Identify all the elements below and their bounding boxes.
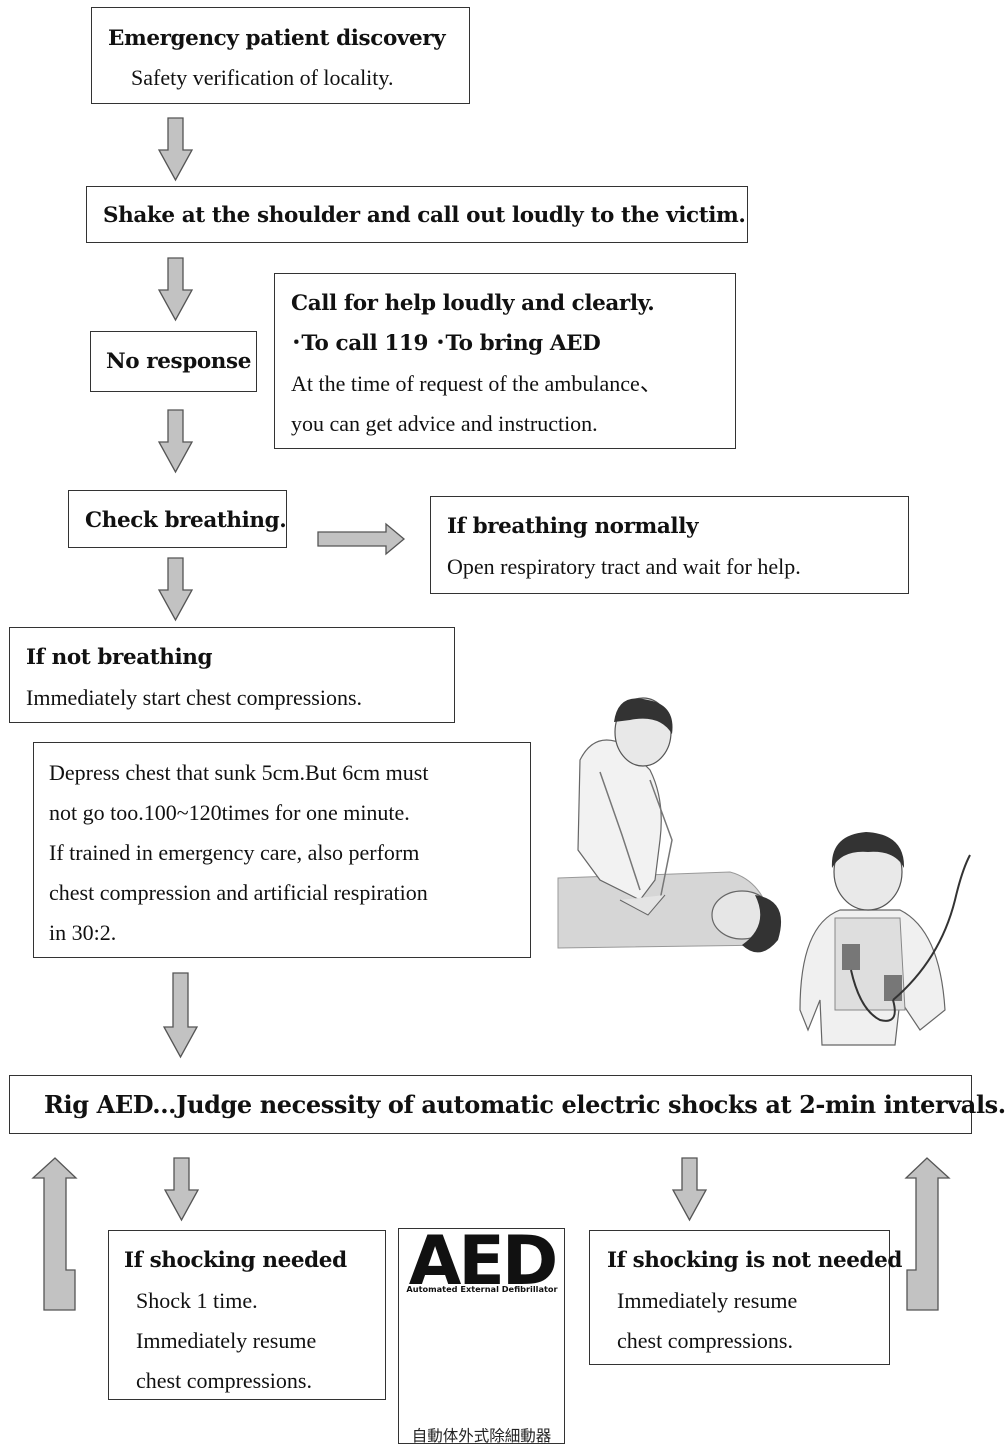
call-help-box bbox=[274, 273, 736, 449]
shock-needed-title: If shocking needed bbox=[124, 1248, 347, 1273]
compression-line: in 30:2. bbox=[49, 920, 117, 945]
call-help-line4: you can get advice and instruction. bbox=[291, 411, 598, 436]
down-arrow-icon bbox=[157, 557, 194, 622]
step-shake-box bbox=[86, 186, 748, 243]
step-discovery-text: Safety verification of locality. bbox=[131, 65, 394, 90]
shock-needed-box bbox=[108, 1230, 386, 1400]
loop-back-arrow-icon bbox=[31, 1157, 78, 1311]
down-arrow-icon bbox=[162, 972, 199, 1059]
step-shake-text: Shake at the shoulder and call out loudl… bbox=[103, 203, 746, 228]
compression-line: chest compression and artificial respira… bbox=[49, 880, 428, 905]
shock-not-needed-line: chest compressions. bbox=[617, 1328, 793, 1353]
check-breathing-box bbox=[68, 490, 287, 548]
compression-line: not go too.100~120times for one minute. bbox=[49, 800, 410, 825]
shock-needed-line: Immediately resume bbox=[136, 1328, 317, 1353]
not-breathing-box bbox=[9, 627, 455, 723]
aed-logo-frame bbox=[398, 1228, 565, 1444]
down-arrow-icon bbox=[157, 257, 194, 322]
down-arrow-icon bbox=[671, 1157, 708, 1222]
aed-logo-subtitle: Automated External Defibrillator bbox=[406, 1284, 558, 1294]
aed-step-label: Rig AED...Judge necessity of automatic e… bbox=[44, 1090, 1006, 1119]
call-help-actions: ･To call 119 ･To bring AED bbox=[291, 331, 601, 356]
down-arrow-icon bbox=[163, 1157, 200, 1222]
breathing-normal-box bbox=[430, 496, 909, 594]
no-response-box bbox=[90, 331, 257, 392]
breathing-normal-title: If breathing normally bbox=[447, 514, 699, 539]
not-breathing-title: If not breathing bbox=[26, 645, 213, 670]
not-breathing-text: Immediately start chest compressions. bbox=[26, 685, 363, 710]
breathing-normal-text: Open respiratory tract and wait for help… bbox=[447, 554, 801, 579]
loop-back-arrow-icon bbox=[904, 1157, 951, 1311]
shock-not-needed-title: If shocking is not needed bbox=[607, 1248, 903, 1273]
call-help-line3: At the time of request of the ambulance、 bbox=[291, 371, 662, 396]
down-arrow-icon bbox=[157, 117, 194, 182]
step-discovery-box bbox=[91, 7, 470, 104]
step-discovery-title: Emergency patient discovery bbox=[108, 26, 446, 51]
down-arrow-icon bbox=[157, 409, 194, 474]
check-breathing-label: Check breathing. bbox=[85, 508, 287, 533]
call-help-title: Call for help loudly and clearly. bbox=[291, 291, 655, 316]
compression-line: Depress chest that sunk 5cm.But 6cm must bbox=[49, 760, 429, 785]
aed-step-box bbox=[9, 1075, 972, 1134]
compression-box bbox=[33, 742, 531, 958]
shock-needed-line: Shock 1 time. bbox=[136, 1288, 258, 1313]
shock-not-needed-box bbox=[589, 1230, 890, 1365]
compression-line: If trained in emergency care, also perfo… bbox=[49, 840, 420, 865]
aed-logo-japanese: 自動体外式除細動器 bbox=[411, 1427, 552, 1445]
aed-patient-illustration bbox=[799, 832, 971, 1046]
flow-arrows bbox=[31, 117, 971, 1410]
no-response-label: No response bbox=[106, 349, 251, 374]
cpr-rescuer-illustration bbox=[557, 697, 782, 953]
shock-not-needed-line: Immediately resume bbox=[617, 1288, 798, 1313]
aed-logo-text: AED bbox=[408, 1222, 559, 1301]
right-arrow-icon bbox=[317, 522, 406, 556]
shock-needed-line: chest compressions. bbox=[136, 1368, 312, 1393]
